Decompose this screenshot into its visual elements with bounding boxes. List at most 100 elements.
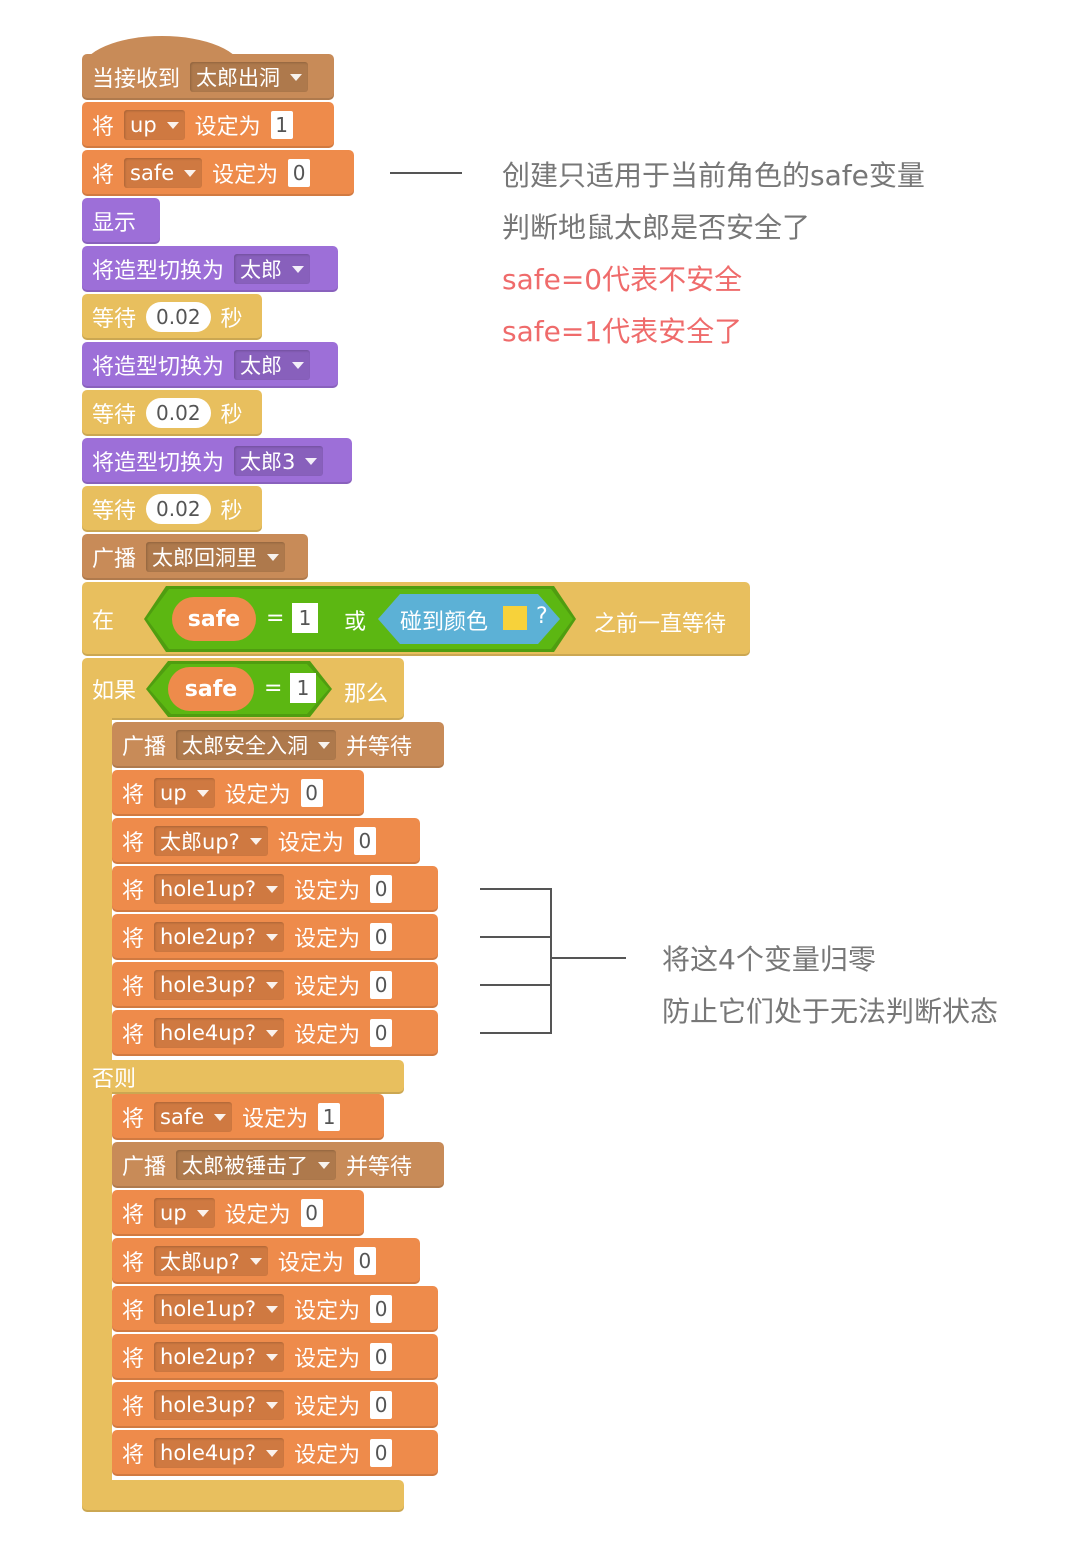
block-prefix: 将 — [122, 879, 145, 904]
variable-dropdown[interactable]: safe — [124, 158, 203, 188]
chevron-down-icon — [214, 1113, 227, 1121]
variable-dropdown[interactable]: hole4up? — [154, 1438, 285, 1468]
block-prefix: 将 — [122, 1251, 145, 1276]
wait-block[interactable]: 等待 0.02 秒 — [82, 390, 262, 436]
annotation-line: safe=0代表不安全 — [502, 263, 743, 296]
broadcast-and-wait-block[interactable]: 广播 太郎被锤击了 并等待 — [112, 1142, 444, 1188]
block-suffix: 设定为 — [224, 783, 291, 808]
costume-dropdown[interactable]: 太郎3 — [234, 446, 324, 476]
seconds-input[interactable]: 0.02 — [146, 302, 211, 332]
annotation-line: 创建只适用于当前角色的safe变量 — [502, 159, 925, 192]
chevron-down-icon — [305, 457, 318, 465]
set-variable-block[interactable]: 将 hole3up? 设定为 0 — [112, 962, 438, 1008]
value-input[interactable]: 0 — [370, 1295, 393, 1323]
message-dropdown[interactable]: 太郎回洞里 — [146, 542, 286, 572]
switch-costume-block[interactable]: 将造型切换为 太郎 — [82, 342, 338, 388]
value-input[interactable]: 0 — [300, 779, 323, 807]
value-input[interactable]: 0 — [353, 1247, 376, 1275]
when-i-receive-block[interactable]: 当接收到 太郎出洞 — [82, 54, 334, 100]
variable-dropdown[interactable]: hole4up? — [154, 1018, 285, 1048]
value-input[interactable]: 0 — [353, 827, 376, 855]
set-variable-block[interactable]: 将 hole2up? 设定为 0 — [112, 1334, 438, 1380]
switch-costume-block[interactable]: 将造型切换为 太郎3 — [82, 438, 352, 484]
value-input[interactable]: 0 — [370, 1343, 393, 1371]
set-variable-block[interactable]: 将 太郎up? 设定为 0 — [112, 1238, 420, 1284]
show-block[interactable]: 显示 — [82, 198, 160, 244]
set-variable-block[interactable]: 将 太郎up? 设定为 0 — [112, 818, 420, 864]
block-prefix: 在 — [92, 609, 115, 634]
set-up-block[interactable]: 将 up 设定为 1 — [82, 102, 334, 148]
bracket-tick — [480, 888, 552, 890]
set-variable-block[interactable]: 将 hole3up? 设定为 0 — [112, 1382, 438, 1428]
annotation-connector — [552, 957, 626, 959]
set-variable-block[interactable]: 将 hole1up? 设定为 0 — [112, 866, 438, 912]
variable-dropdown[interactable]: up — [154, 778, 215, 808]
costume-dropdown[interactable]: 太郎 — [234, 350, 311, 380]
set-variable-block[interactable]: 将 hole4up? 设定为 0 — [112, 1010, 438, 1056]
costume-dropdown[interactable]: 太郎 — [234, 254, 311, 284]
chevron-down-icon — [196, 789, 209, 797]
variable-dropdown[interactable]: hole3up? — [154, 970, 285, 1000]
variable-dropdown[interactable]: hole2up? — [154, 1342, 285, 1372]
set-variable-block[interactable]: 将 up 设定为 0 — [112, 1190, 364, 1236]
variable-dropdown[interactable]: hole2up? — [154, 922, 285, 952]
value-input[interactable]: 0 — [370, 1391, 393, 1419]
message-dropdown[interactable]: 太郎出洞 — [190, 62, 309, 92]
block-suffix: 设定为 — [212, 163, 279, 188]
safe-variable-reporter[interactable]: safe — [172, 597, 256, 641]
chevron-down-icon — [266, 933, 279, 941]
broadcast-block[interactable]: 广播 太郎回洞里 — [82, 534, 308, 580]
variable-dropdown[interactable]: hole1up? — [154, 874, 285, 904]
value-input[interactable]: 0 — [300, 1199, 323, 1227]
or-label: 或 — [344, 610, 367, 635]
variable-dropdown[interactable]: hole1up? — [154, 1294, 285, 1324]
set-safe-block[interactable]: 将 safe 设定为 0 — [82, 150, 354, 196]
variable-dropdown[interactable]: 太郎up? — [154, 1246, 268, 1276]
seconds-input[interactable]: 0.02 — [146, 494, 211, 524]
touching-color-sensor[interactable] — [378, 594, 560, 644]
block-prefix: 将 — [122, 1395, 145, 1420]
block-suffix: 秒 — [220, 307, 243, 332]
block-prefix: 等待 — [92, 499, 137, 524]
variable-dropdown[interactable]: up — [154, 1198, 215, 1228]
value-input[interactable]: 1 — [270, 111, 293, 139]
value-input[interactable]: 0 — [370, 875, 393, 903]
block-suffix: 设定为 — [294, 927, 361, 952]
wait-block[interactable]: 等待 0.02 秒 — [82, 294, 262, 340]
chevron-down-icon — [266, 1305, 279, 1313]
value-input[interactable]: 1 — [318, 1103, 341, 1131]
set-variable-block[interactable]: 将 hole2up? 设定为 0 — [112, 914, 438, 960]
chevron-down-icon — [266, 981, 279, 989]
set-variable-block[interactable]: 将 hole1up? 设定为 0 — [112, 1286, 438, 1332]
variable-dropdown[interactable]: up — [124, 110, 185, 140]
message-dropdown[interactable]: 太郎被锤击了 — [176, 1150, 337, 1180]
chevron-down-icon — [290, 73, 303, 81]
value-input[interactable]: 0 — [370, 923, 393, 951]
chevron-down-icon — [266, 1353, 279, 1361]
value-input[interactable]: 0 — [370, 1439, 393, 1467]
broadcast-and-wait-block[interactable]: 广播 太郎安全入洞 并等待 — [112, 722, 444, 768]
value-input[interactable]: 1 — [290, 673, 316, 703]
variable-dropdown[interactable]: 太郎up? — [154, 826, 268, 856]
chevron-down-icon — [249, 837, 262, 845]
chevron-down-icon — [318, 1161, 331, 1169]
block-prefix: 等待 — [92, 307, 137, 332]
set-variable-block[interactable]: 将 hole4up? 设定为 0 — [112, 1430, 438, 1476]
chevron-down-icon — [292, 265, 305, 273]
value-input[interactable]: 0 — [288, 159, 311, 187]
seconds-input[interactable]: 0.02 — [146, 398, 211, 428]
value-input[interactable]: 1 — [292, 603, 318, 633]
switch-costume-block[interactable]: 将造型切换为 太郎 — [82, 246, 338, 292]
safe-variable-reporter[interactable]: safe — [168, 667, 254, 711]
variable-dropdown[interactable]: safe — [154, 1102, 233, 1132]
wait-block[interactable]: 等待 0.02 秒 — [82, 486, 262, 532]
value-input[interactable]: 0 — [370, 971, 393, 999]
message-dropdown[interactable]: 太郎安全入洞 — [176, 730, 337, 760]
block-suffix: 设定为 — [294, 975, 361, 1000]
value-input[interactable]: 0 — [370, 1019, 393, 1047]
set-safe-block[interactable]: 将 safe 设定为 1 — [112, 1094, 384, 1140]
color-swatch[interactable] — [503, 606, 527, 630]
variable-dropdown[interactable]: hole3up? — [154, 1390, 285, 1420]
bracket-tick — [480, 984, 552, 986]
set-variable-block[interactable]: 将 up 设定为 0 — [112, 770, 364, 816]
